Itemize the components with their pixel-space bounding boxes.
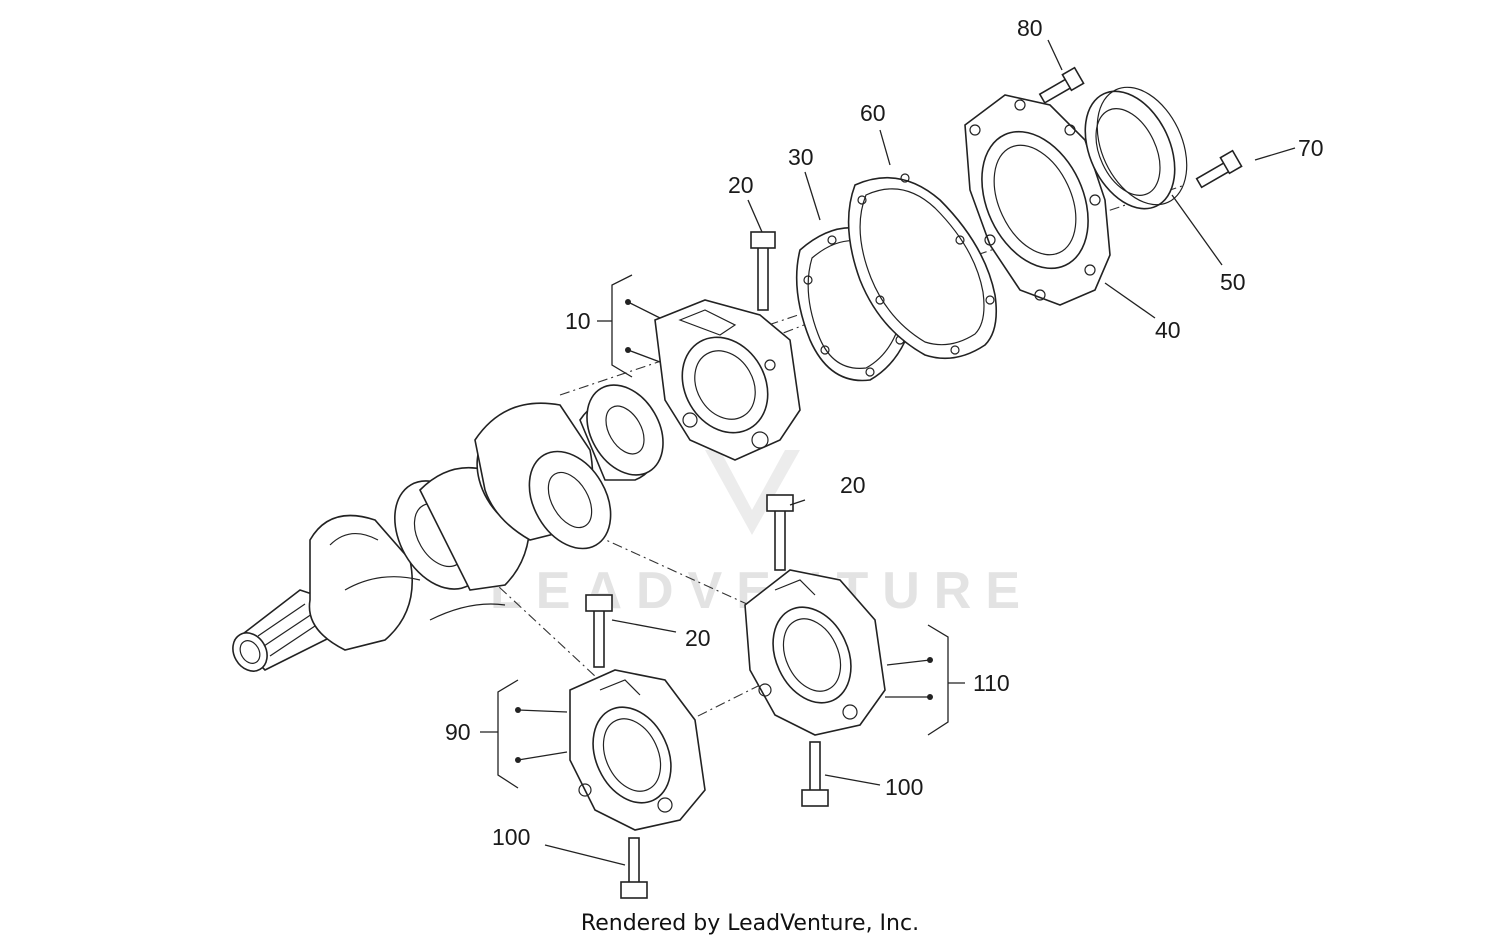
- bolt-100b-icon[interactable]: [620, 837, 648, 899]
- bracket-90: [497, 679, 519, 789]
- bearing-housing-10-icon[interactable]: [654, 299, 801, 461]
- callout-30: 30: [788, 144, 814, 170]
- callout-50: 50: [1220, 269, 1246, 295]
- bearing-housing-90-icon[interactable]: [569, 669, 706, 831]
- callout-110: 110: [973, 670, 1010, 696]
- seal-housing-40-icon[interactable]: [961, 94, 1111, 306]
- bracket-10: [611, 274, 633, 378]
- callout-20-low: 20: [685, 625, 711, 651]
- oil-seal-50-icon[interactable]: [1068, 73, 1205, 223]
- callout-100-left: 100: [492, 824, 530, 850]
- callout-100-right: 100: [885, 774, 923, 800]
- callout-40: 40: [1155, 317, 1181, 343]
- bolt-70-icon[interactable]: [1195, 149, 1243, 189]
- brackets: [480, 274, 965, 789]
- gasket-60-icon[interactable]: [847, 173, 998, 360]
- bolt-100a-icon[interactable]: [801, 741, 829, 807]
- crankshaft-icon[interactable]: [226, 371, 678, 677]
- callouts: 80 70 60 30 20 50 40 10 20 20 110 90 100…: [445, 15, 1324, 850]
- bracket-110: [927, 624, 949, 736]
- bolt-20b-icon[interactable]: [766, 494, 794, 571]
- bolt-80-icon[interactable]: [1038, 66, 1085, 104]
- callout-20-mid: 20: [840, 472, 866, 498]
- watermark-logo-icon: [705, 450, 800, 535]
- center-line-housing: [764, 314, 831, 341]
- callout-80: 80: [1017, 15, 1043, 41]
- callout-90: 90: [445, 719, 471, 745]
- callout-20-top: 20: [728, 172, 754, 198]
- bearing-housing-110-icon[interactable]: [744, 569, 886, 736]
- callout-10: 10: [565, 308, 591, 334]
- footer-credit: Rendered by LeadVenture, Inc.: [581, 911, 919, 936]
- callout-60: 60: [860, 100, 886, 126]
- leader-lines: [515, 39, 1296, 866]
- bolt-20a-icon[interactable]: [750, 231, 776, 311]
- center-line-left: [469, 559, 611, 691]
- callout-70: 70: [1298, 135, 1324, 161]
- bolt-20c-icon[interactable]: [585, 594, 613, 668]
